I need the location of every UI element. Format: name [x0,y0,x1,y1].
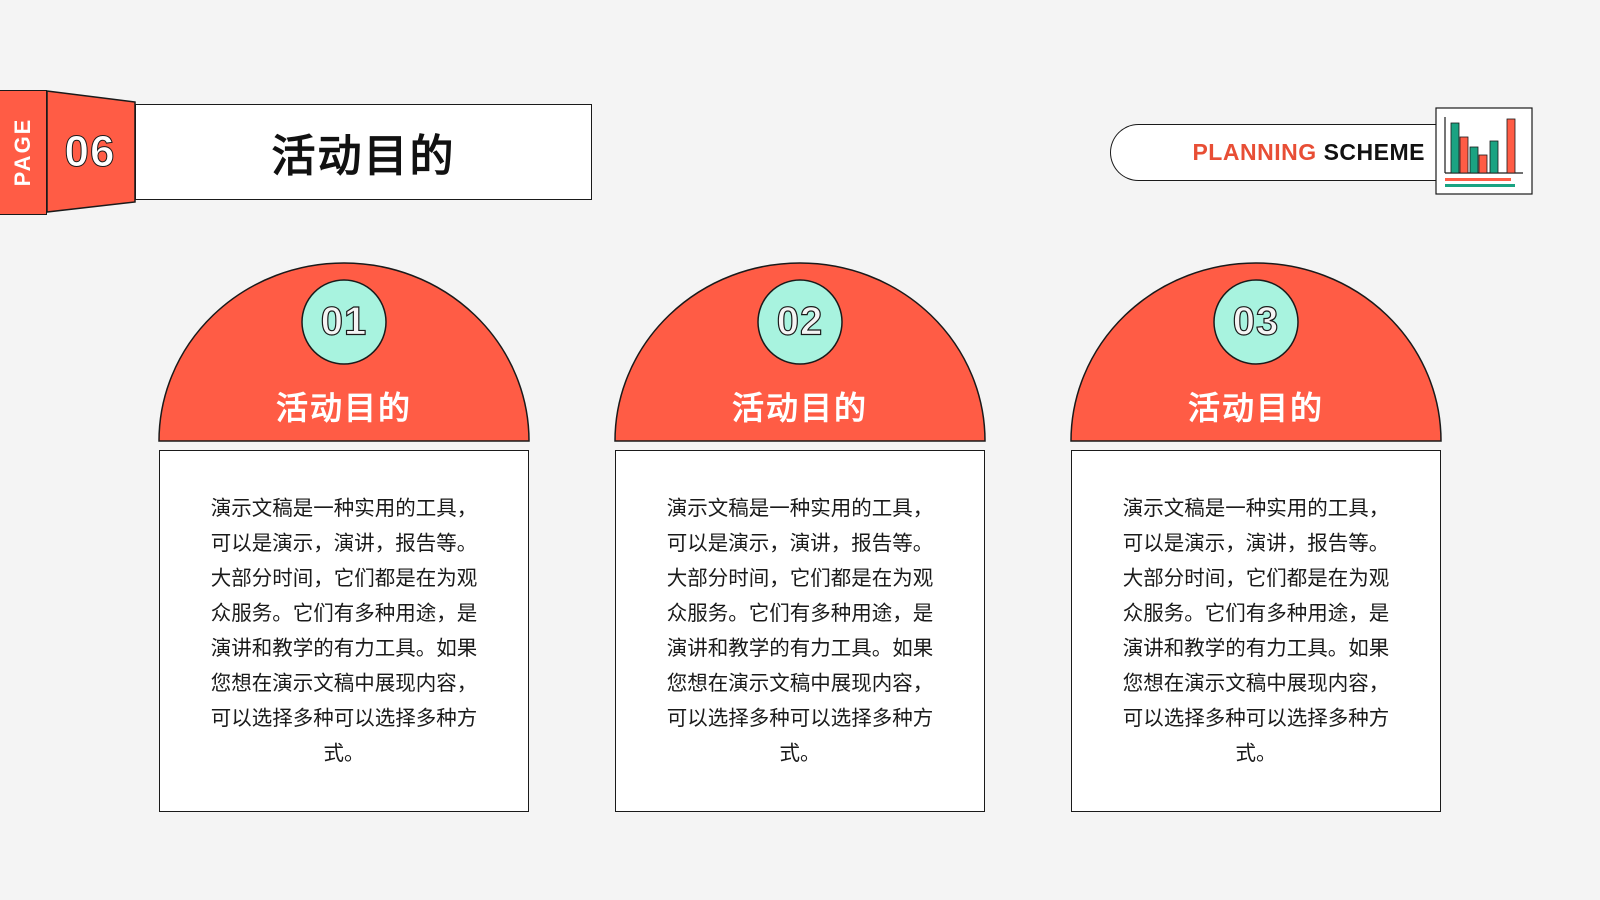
page-tab [0,90,47,215]
card-3-text: 演示文稿是一种实用的工具，可以是演示，演讲，报告等。大部分时间，它们都是在为观众… [1122,496,1390,765]
page-number-tab [46,90,136,213]
card-2-title: 活动目的 [731,389,869,427]
card-2-arch [614,262,986,442]
card-1-arch [158,262,530,442]
card-1-text: 演示文稿是一种实用的工具，可以是演示，演讲，报告等。大部分时间，它们都是在为观众… [210,496,478,765]
card-3-body: 演示文稿是一种实用的工具，可以是演示，演讲，报告等。大部分时间，它们都是在为观众… [1071,450,1441,812]
card-1-number: 01 [320,299,368,344]
bar-chart-icon [1435,107,1533,195]
tag-word-planning: PLANNING [1192,139,1317,165]
tag-word-scheme: SCHEME [1323,139,1425,165]
card-1-body: 演示文稿是一种实用的工具，可以是演示，演讲，报告等。大部分时间，它们都是在为观众… [159,450,529,812]
planning-scheme-tag: PLANNING SCHEME [1110,124,1455,181]
page-label: PAGE [10,117,35,187]
card-1-title: 活动目的 [275,389,413,427]
card-2-body: 演示文稿是一种实用的工具，可以是演示，演讲，报告等。大部分时间，它们都是在为观众… [615,450,985,812]
title-box: 活动目的 [135,104,592,200]
page-number: 06 [64,127,116,177]
page-title: 活动目的 [271,131,456,182]
card-3-arch [1070,262,1442,442]
card-3-title: 活动目的 [1187,389,1325,427]
card-2-number: 02 [776,299,824,344]
card-2-text: 演示文稿是一种实用的工具，可以是演示，演讲，报告等。大部分时间，它们都是在为观众… [666,496,934,765]
card-3-number: 03 [1232,299,1280,344]
